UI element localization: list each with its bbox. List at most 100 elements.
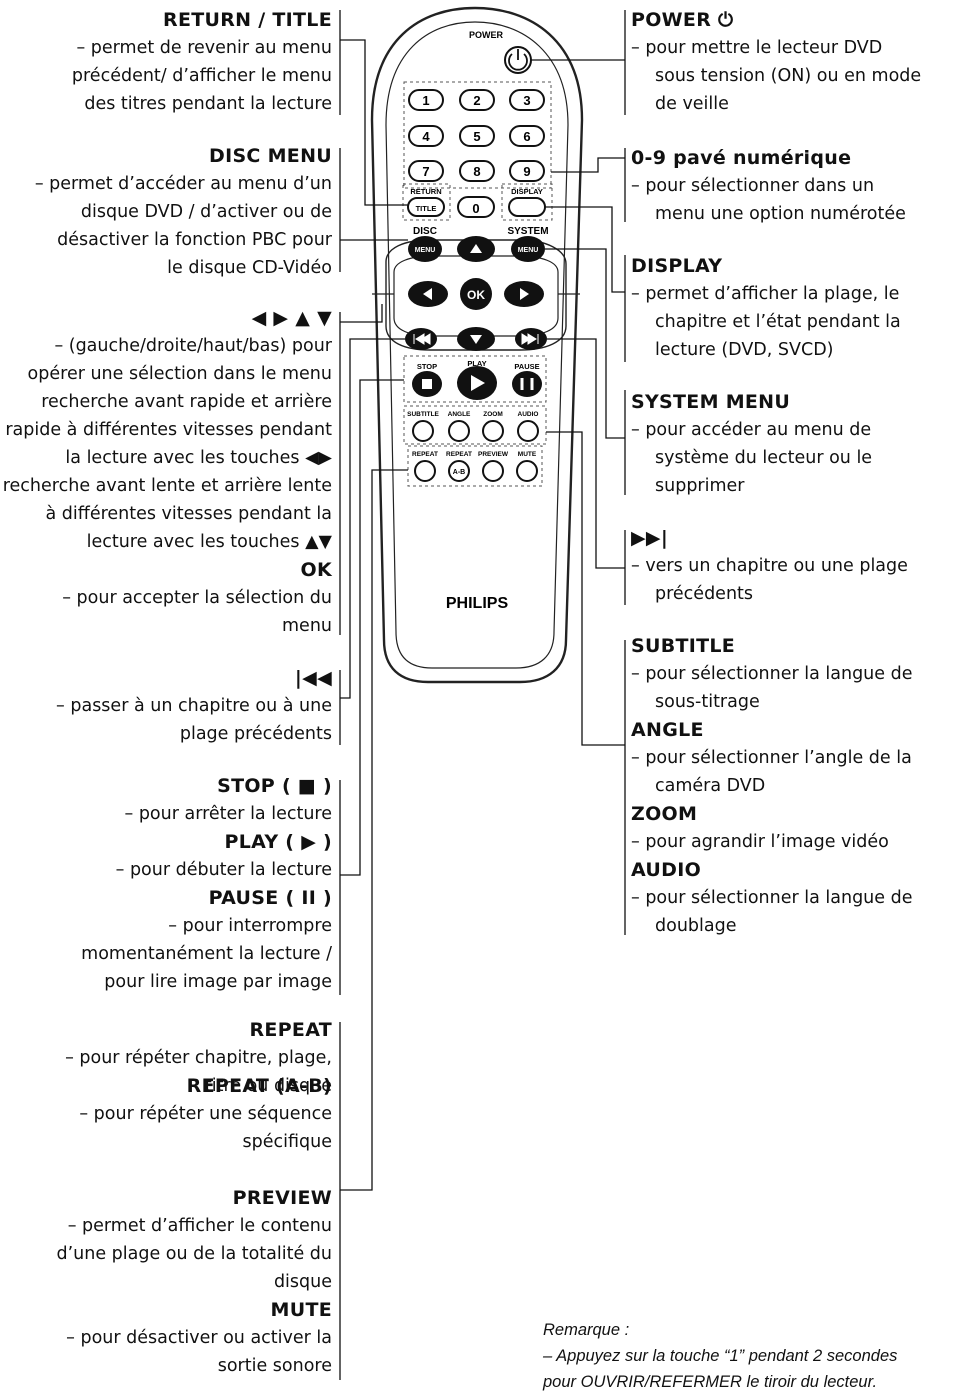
left-block-1: DISC MENU– permet d’accéder au menu d’un… xyxy=(0,142,332,282)
key-9[interactable] xyxy=(509,160,545,182)
audio-button[interactable] xyxy=(517,420,539,442)
repeat-button[interactable] xyxy=(414,460,436,482)
right-block-2: DISPLAY – permet d’afficher la plage, le c… xyxy=(631,252,961,364)
svg-text:SUBTITLE: SUBTITLE xyxy=(407,411,439,418)
key-1-label: 1 xyxy=(422,93,429,108)
right-arrow-icon xyxy=(520,288,529,300)
right-block-5: SUBTITLE – pour sélectionner la langue de… xyxy=(631,632,961,716)
remote-body xyxy=(370,6,584,684)
right-block-desc-line: – pour sélectionner dans un xyxy=(631,176,875,196)
note-line-1: – Appuyez sur la touche “1” pendant 2 se… xyxy=(543,1347,898,1365)
note-heading: Remarque : xyxy=(543,1321,630,1339)
key-6-label: 6 xyxy=(523,129,530,144)
right-block-title: ▶▶| xyxy=(631,527,669,549)
svg-text:STOP: STOP xyxy=(417,362,437,371)
svg-text:REPEAT: REPEAT xyxy=(446,451,472,458)
right-block-desc-line: – permet d’afficher la plage, le xyxy=(631,284,900,304)
right-block-title: DISPLAY xyxy=(631,255,723,277)
subtitle-button[interactable] xyxy=(412,420,434,442)
key-3[interactable] xyxy=(509,89,545,111)
svg-text:A-B: A-B xyxy=(453,469,465,476)
right-block-title: POWER ⏻ xyxy=(631,9,734,31)
right-block-desc-line: caméra DVD xyxy=(655,776,766,796)
key-7[interactable] xyxy=(408,160,444,182)
preview-button[interactable] xyxy=(482,460,504,482)
left-block-desc-line: plage précédents xyxy=(179,724,332,744)
svg-text:DISC: DISC xyxy=(413,226,437,237)
key-4-label: 4 xyxy=(422,129,430,144)
right-block-desc-line: – pour sélectionner l’angle de la xyxy=(631,748,912,768)
left-block-desc-line: précédent/ d’afficher le menu xyxy=(71,66,332,86)
repeat-ab-button[interactable] xyxy=(448,460,470,482)
right-block-title: SYSTEM MENU xyxy=(631,391,791,413)
left-block-title: RETURN / TITLE xyxy=(163,9,332,31)
key-4[interactable] xyxy=(408,125,444,147)
disc-menu-button[interactable] xyxy=(408,236,442,262)
right-block-desc-line: sous-titrage xyxy=(655,692,760,712)
key-5[interactable] xyxy=(459,125,495,147)
left-block-8: REPEAT– pour répéter chapitre, plage,tit… xyxy=(0,1016,332,1100)
left-block-desc-line: – pour désactiver ou activer la xyxy=(66,1328,332,1348)
stop-icon xyxy=(422,379,432,389)
remote-body-inner xyxy=(385,21,569,669)
next-icon xyxy=(521,333,539,345)
left-block-desc-line: – pour répéter une séquence xyxy=(79,1104,332,1124)
display-button[interactable] xyxy=(508,197,546,217)
svg-text:RETURN: RETURN xyxy=(410,187,441,196)
key-2-label: 2 xyxy=(473,93,480,108)
svg-text:PLAY: PLAY xyxy=(467,359,486,368)
left-block-0: RETURN / TITLE – permet de revenir au men… xyxy=(0,6,332,118)
right-block-desc-line: chapitre et l’état pendant la xyxy=(655,312,901,332)
svg-text:0: 0 xyxy=(472,201,479,216)
system-menu-button[interactable] xyxy=(511,236,545,262)
right-block-title: SUBTITLE xyxy=(631,635,736,657)
right-block-desc-line: de veille xyxy=(655,94,729,114)
left-block-desc-line: la lecture avec les touches ◀▶ xyxy=(65,448,332,468)
key-6[interactable] xyxy=(509,125,545,147)
left-block-desc-line: sortie sonore xyxy=(217,1356,332,1376)
up-arrow-icon xyxy=(470,244,482,253)
key-7-label: 7 xyxy=(422,164,429,179)
mute-button[interactable] xyxy=(516,460,538,482)
key-2[interactable] xyxy=(459,89,495,111)
return-title-button[interactable] xyxy=(407,197,445,217)
left-block-desc-line: – (gauche/droite/haut/bas) pour xyxy=(54,336,332,356)
left-block-desc-line: – pour interrompre xyxy=(168,916,332,936)
left-block-desc-line: momentanément la lecture / xyxy=(81,944,332,964)
key-1[interactable] xyxy=(408,89,444,111)
svg-text:REPEAT: REPEAT xyxy=(412,451,438,458)
svg-text:PREVIEW: PREVIEW xyxy=(478,451,509,458)
key-5-label: 5 xyxy=(473,129,480,144)
pause-button[interactable] xyxy=(512,371,542,397)
left-block-title: REPEAT xyxy=(249,1019,332,1041)
left-block-desc-line: – pour débuter la lecture xyxy=(115,860,332,880)
left-block-desc-line: disque xyxy=(273,1272,332,1292)
left-block-desc-line: pour lire image par image xyxy=(104,972,332,992)
zoom-button[interactable] xyxy=(482,420,504,442)
right-block-desc-line: – pour sélectionner la langue de xyxy=(631,664,913,684)
key-0[interactable] xyxy=(457,196,495,218)
note-line-2: pour OUVRIR/REFERMER le tiroir du lecteu… xyxy=(543,1373,878,1391)
ok-button[interactable] xyxy=(460,278,492,310)
svg-text:TITLE: TITLE xyxy=(416,204,437,213)
left-block-desc-line: recherche avant rapide et arrière xyxy=(41,392,332,412)
left-block-desc-line: – permet de revenir au menu xyxy=(76,38,332,58)
left-arrow-icon xyxy=(423,288,432,300)
transport-group xyxy=(403,355,547,403)
right-block-desc-line: menu une option numérotée xyxy=(655,204,906,224)
left-block-desc-line: – pour accepter la sélection du xyxy=(62,588,332,608)
svg-text:MENU: MENU xyxy=(415,247,436,254)
right-block-desc-line: – pour accéder au menu de xyxy=(631,420,872,440)
play-icon xyxy=(471,375,485,391)
note: Remarque : – Appuyez sur la touche “1” p… xyxy=(543,1317,897,1395)
angle-button[interactable] xyxy=(448,420,470,442)
right-block-desc-line: doublage xyxy=(655,916,737,936)
key-8[interactable] xyxy=(459,160,495,182)
left-block-desc-line: titre ou disque xyxy=(204,1076,332,1096)
svg-text:MENU: MENU xyxy=(518,247,539,254)
